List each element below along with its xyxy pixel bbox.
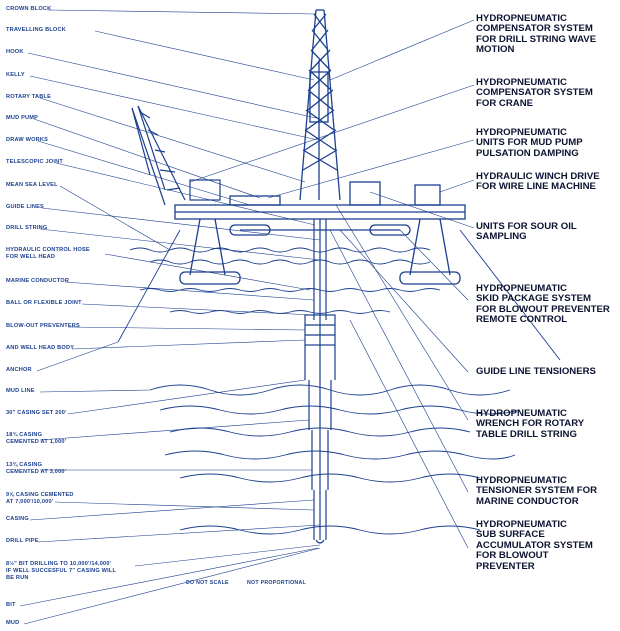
marine-conductor — [304, 219, 336, 540]
label-winch-drive: HYDRAULIC WINCH DRIVE FOR WIRE LINE MACH… — [476, 171, 600, 193]
platform-deck — [174, 181, 466, 285]
label-mud: MUD — [6, 620, 20, 626]
label-well-head-body: AND WELL HEAD BODY — [6, 345, 75, 351]
seabed-strata — [149, 384, 521, 535]
label-skid-package: HYDROPNEUMATIC SKID PACKAGE SYSTEM FOR B… — [476, 283, 610, 326]
label-travelling-block: TRAVELLING BLOCK — [6, 27, 66, 33]
note-not-proportional: NOT PROPORTIONAL — [247, 580, 306, 586]
label-30-casing: 30" CASING SET 200' — [6, 410, 67, 416]
label-9-casing: 9⅝ CASING CEMENTED AT 7,000'/10,000' — [6, 492, 74, 505]
label-mud-pump: MUD PUMP — [6, 115, 39, 121]
derrick — [299, 9, 341, 201]
left-leader-lines — [19, 9, 321, 625]
label-marine-conductor: MARINE CONDUCTOR — [6, 278, 70, 284]
label-mean-sea-level: MEAN SEA LEVEL — [6, 182, 58, 188]
sea-surface — [129, 247, 441, 314]
label-wrench-rotary-table: HYDROPNEUMATIC WRENCH FOR ROTARY TABLE D… — [476, 408, 585, 440]
label-compensator-drill-string: HYDROPNEUMATIC COMPENSATOR SYSTEM FOR DR… — [476, 13, 597, 56]
label-hydraulic-control-hose: HYDRAULIC CONTROL HOSE FOR WELL HEAD — [6, 247, 90, 260]
label-sour-oil-sampling: UNITS FOR SOUR OIL SAMPLING — [476, 221, 577, 243]
label-kelly: KELLY — [6, 72, 25, 78]
label-hook: HOOK — [6, 49, 24, 55]
note-do-not-scale: DO NOT SCALE — [186, 580, 229, 586]
label-mud-line: MUD LINE — [6, 388, 35, 394]
crane — [131, 105, 221, 206]
label-draw-works: DRAW WORKS — [6, 137, 49, 143]
label-tensioner-marine-conductor: HYDROPNEUMATIC TENSIONER SYSTEM FOR MARI… — [476, 475, 597, 507]
label-compensator-crane: HYDROPNEUMATIC COMPENSATOR SYSTEM FOR CR… — [476, 77, 593, 109]
label-bit: BIT — [6, 602, 16, 608]
label-crown-block: CROWN BLOCK — [6, 6, 52, 12]
label-mud-pump-damping: HYDROPNEUMATIC UNITS FOR MUD PUMP PULSAT… — [476, 127, 583, 159]
anchor-lines — [117, 229, 561, 361]
label-18-casing: 18¾ CASING CEMENTED AT 1,000' — [6, 432, 67, 445]
label-blowout-preventers: BLOW-OUT PREVENTERS — [6, 323, 80, 329]
label-rotary-table: ROTARY TABLE — [6, 94, 52, 100]
well-casings — [304, 345, 336, 544]
right-leader-lines — [189, 19, 475, 549]
label-sub-surface-accumulator: HYDROPNEUMATIC SUB SURFACE ACCUMULATOR S… — [476, 519, 593, 572]
label-guide-line-tensioners: GUIDE LINE TENSIONERS — [476, 366, 596, 377]
label-drill-pipe: DRILL PIPE — [6, 538, 39, 544]
label-13-casing: 13⅜ CASING CEMENTED AT 3,000' — [6, 462, 67, 475]
label-bit-drilling: 8½" BIT DRILLING TO 10,000'/14,000' IF W… — [6, 561, 117, 581]
label-anchor: ANCHOR — [6, 367, 32, 373]
label-casing: CASING — [6, 516, 29, 522]
label-telescopic-joint: TELESCOPIC JOINT — [6, 159, 63, 165]
label-ball-flexible-joint: BALL OR FLEXIBLE JOINT — [6, 300, 82, 306]
label-guide-lines: GUIDE LINES — [6, 204, 44, 210]
label-drill-string: DRILL STRING — [6, 225, 48, 231]
